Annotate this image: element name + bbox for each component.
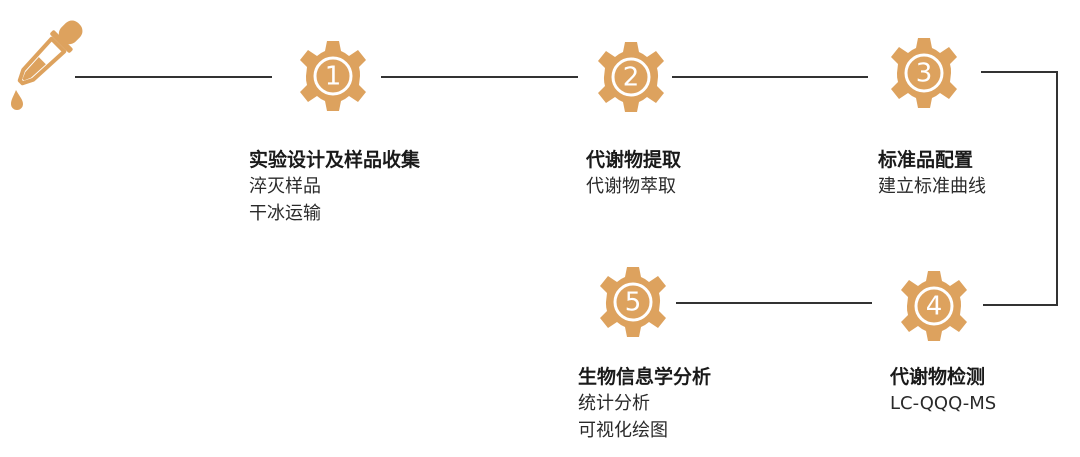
step-title: 代谢物提取 (586, 149, 682, 171)
step-detail: 可视化绘图 (578, 420, 668, 441)
step-detail: 干冰运输 (249, 203, 321, 224)
step-4-caption: 代谢物检测 LC-QQQ-MS (890, 364, 996, 417)
gear-step-1: 1 (300, 41, 366, 111)
step-detail: 统计分析 (578, 393, 650, 414)
step-5-caption: 生物信息学分析 统计分析 可视化绘图 (578, 364, 711, 444)
gear-step-5: 5 (600, 267, 666, 337)
step-number: 4 (926, 292, 943, 322)
step-detail: 建立标准曲线 (878, 176, 986, 197)
step-title: 代谢物检测 (890, 366, 986, 388)
gear-step-4: 4 (901, 271, 967, 341)
step-title: 实验设计及样品收集 (249, 149, 421, 171)
step-detail: 淬灭样品 (249, 176, 321, 197)
gear-step-2: 2 (598, 42, 664, 112)
gear-step-3: 3 (891, 38, 957, 108)
step-2-caption: 代谢物提取 代谢物萃取 (586, 147, 681, 200)
step-1-caption: 实验设计及样品收集 淬灭样品 干冰运输 (249, 147, 420, 227)
step-detail: 代谢物萃取 (586, 176, 676, 197)
dropper-icon (11, 20, 83, 110)
step-title: 生物信息学分析 (578, 366, 712, 388)
step-3-caption: 标准品配置 建立标准曲线 (878, 147, 986, 200)
step-title: 标准品配置 (878, 149, 974, 171)
connectors (75, 71, 1058, 306)
step-detail: LC-QQQ-MS (890, 393, 997, 414)
step-number: 3 (916, 59, 933, 89)
step-number: 2 (623, 63, 640, 93)
step-number: 1 (325, 62, 342, 92)
step-number: 5 (625, 288, 642, 318)
connector-3-4 (981, 71, 1058, 306)
